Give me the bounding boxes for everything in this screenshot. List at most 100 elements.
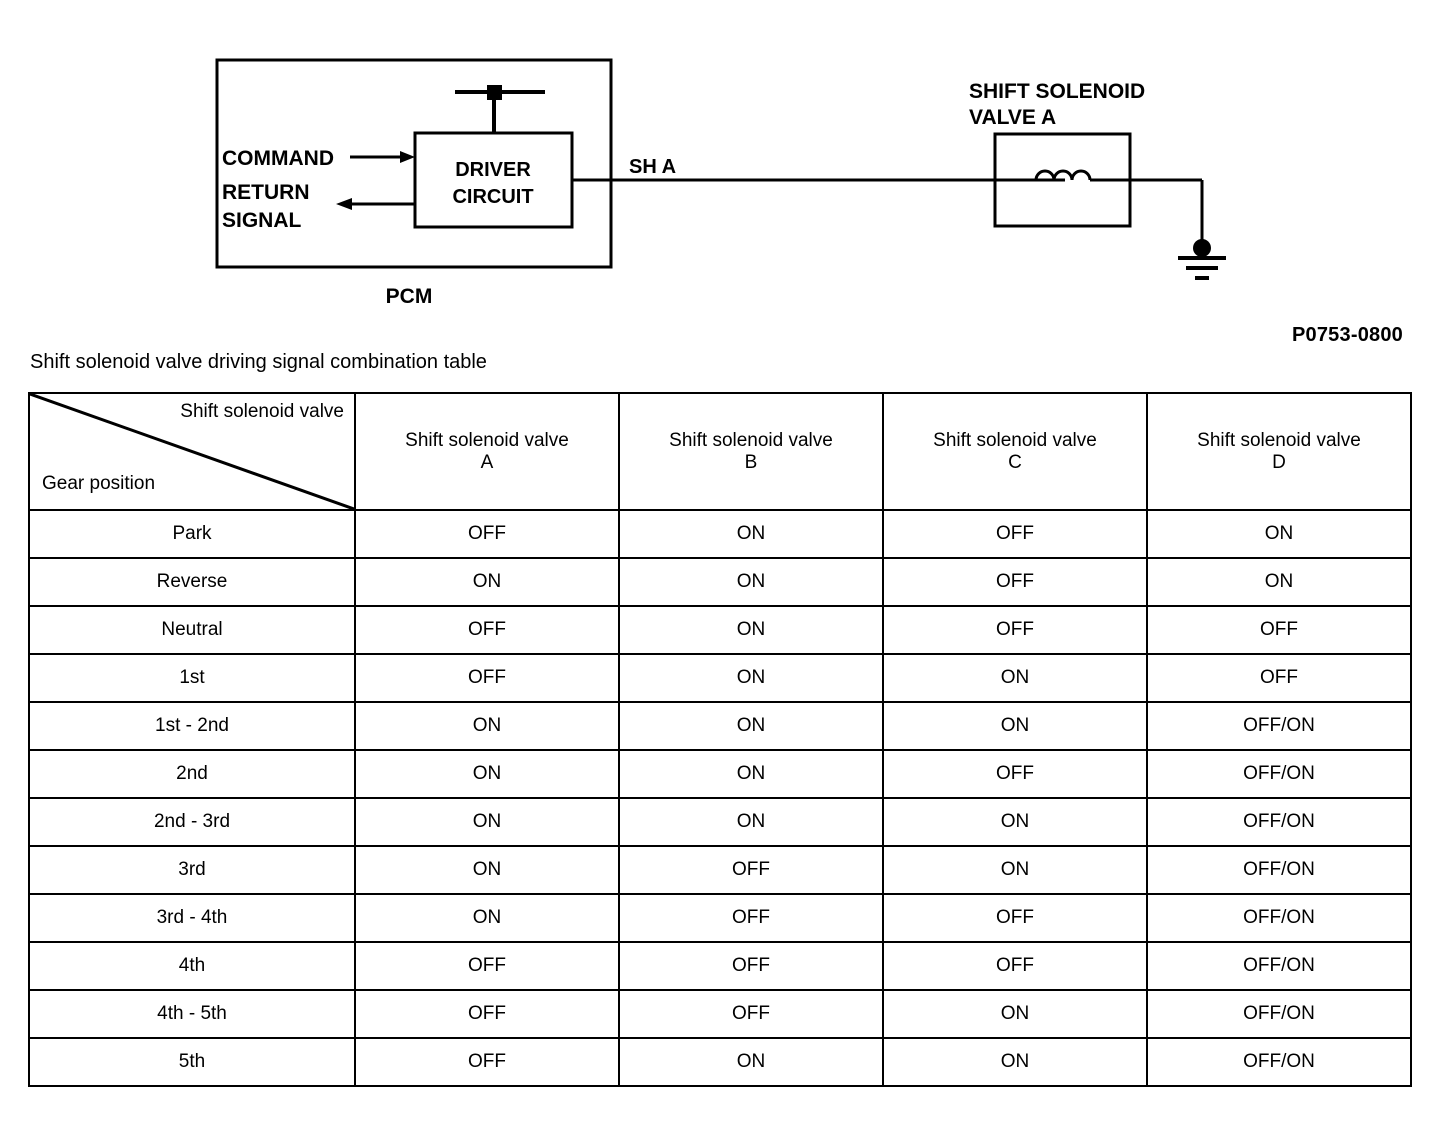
ground-node-dot [1193, 239, 1211, 257]
cell-valve-c: OFF [882, 605, 1148, 655]
column-header-valve-a-line1: Shift solenoid valve [405, 429, 569, 451]
cell-gear-position: 5th [28, 1037, 356, 1087]
column-header-valve-a-line2: A [480, 451, 494, 473]
cell-valve-d: ON [1146, 509, 1412, 559]
cell-valve-d: OFF/ON [1146, 989, 1412, 1039]
cell-valve-d: OFF/ON [1146, 1037, 1412, 1087]
table-header-row: Shift solenoid valve Gear position Shift… [28, 392, 1412, 511]
power-terminal-icon [487, 85, 502, 100]
column-header-valve-c: Shift solenoid valve C [882, 392, 1148, 511]
pcm-label: PCM [386, 285, 433, 308]
cell-valve-b: OFF [618, 893, 884, 943]
return-signal-label-line2: SIGNAL [222, 209, 302, 232]
circuit-diagram-svg: COMMAND RETURN SIGNAL DRIVER CIRCUIT PCM… [215, 58, 1226, 308]
driver-circuit-label-line2: CIRCUIT [452, 186, 533, 208]
column-header-valve-a: Shift solenoid valve A [354, 392, 620, 511]
cell-valve-b: ON [618, 509, 884, 559]
cell-valve-a: ON [354, 845, 620, 895]
cell-valve-c: ON [882, 989, 1148, 1039]
dtc-code-label: P0753-0800 [1292, 324, 1403, 346]
cell-gear-position: 4th - 5th [28, 989, 356, 1039]
column-header-valve-c-line1: Shift solenoid valve [933, 429, 1097, 451]
cell-valve-b: OFF [618, 941, 884, 991]
table-caption: Shift solenoid valve driving signal comb… [30, 351, 487, 373]
driver-circuit-label-line1: DRIVER [455, 159, 531, 181]
solenoid-title-line2: VALVE A [969, 106, 1056, 129]
cell-valve-d: OFF [1146, 605, 1412, 655]
solenoid-title-line1: SHIFT SOLENOID [969, 80, 1145, 103]
cell-valve-c: ON [882, 653, 1148, 703]
cell-valve-a: OFF [354, 509, 620, 559]
corner-bottom-label: Gear position [42, 473, 156, 494]
cell-gear-position: 2nd - 3rd [28, 797, 356, 847]
cell-valve-b: ON [618, 797, 884, 847]
cell-valve-b: OFF [618, 845, 884, 895]
cell-valve-a: OFF [354, 941, 620, 991]
cell-valve-b: OFF [618, 989, 884, 1039]
arrow-right-icon [400, 151, 415, 163]
cell-valve-d: ON [1146, 557, 1412, 607]
column-header-valve-c-line2: C [1008, 451, 1022, 473]
cell-gear-position: Park [28, 509, 356, 559]
cell-valve-c: ON [882, 1037, 1148, 1087]
cell-valve-b: ON [618, 701, 884, 751]
cell-valve-a: OFF [354, 653, 620, 703]
cell-valve-d: OFF [1146, 653, 1412, 703]
cell-valve-d: OFF/ON [1146, 701, 1412, 751]
cell-gear-position: 1st [28, 653, 356, 703]
column-header-valve-b-line2: B [744, 451, 758, 473]
cell-valve-a: OFF [354, 605, 620, 655]
return-signal-label-line1: RETURN [222, 181, 310, 204]
cell-valve-c: ON [882, 845, 1148, 895]
cell-gear-position: 3rd - 4th [28, 893, 356, 943]
shift-solenoid-combination-table: Shift solenoid valve Gear position Shift… [28, 392, 1412, 1087]
column-header-valve-d-line2: D [1272, 451, 1286, 473]
cell-valve-a: ON [354, 893, 620, 943]
cell-valve-d: OFF/ON [1146, 749, 1412, 799]
cell-gear-position: 2nd [28, 749, 356, 799]
command-label: COMMAND [222, 147, 334, 170]
cell-valve-c: OFF [882, 893, 1148, 943]
pcm-enclosure [215, 58, 613, 269]
cell-valve-b: ON [618, 605, 884, 655]
cell-valve-c: OFF [882, 557, 1148, 607]
cell-valve-a: ON [354, 797, 620, 847]
cell-valve-b: ON [618, 653, 884, 703]
column-header-valve-d: Shift solenoid valve D [1146, 392, 1412, 511]
cell-valve-a: ON [354, 749, 620, 799]
corner-top-label: Shift solenoid valve [180, 401, 344, 422]
corner-header-cell: Shift solenoid valve Gear position [28, 392, 356, 511]
inductor-coil-icon [1034, 169, 1092, 181]
circuit-diagram: COMMAND RETURN SIGNAL DRIVER CIRCUIT PCM… [0, 0, 1440, 380]
cell-gear-position: Neutral [28, 605, 356, 655]
column-header-valve-b: Shift solenoid valve B [618, 392, 884, 511]
column-header-valve-b-line1: Shift solenoid valve [669, 429, 833, 451]
cell-valve-a: ON [354, 557, 620, 607]
cell-valve-d: OFF/ON [1146, 797, 1412, 847]
cell-valve-c: OFF [882, 941, 1148, 991]
cell-valve-b: ON [618, 1037, 884, 1087]
arrow-left-icon [336, 198, 352, 210]
cell-valve-d: OFF/ON [1146, 845, 1412, 895]
cell-valve-a: ON [354, 701, 620, 751]
cell-valve-a: OFF [354, 1037, 620, 1087]
column-header-valve-d-line1: Shift solenoid valve [1197, 429, 1361, 451]
cell-valve-d: OFF/ON [1146, 941, 1412, 991]
sh-a-label: SH A [629, 156, 676, 178]
cell-valve-b: ON [618, 557, 884, 607]
table-header: Shift solenoid valve Gear position Shift… [28, 392, 1412, 511]
cell-valve-c: OFF [882, 509, 1148, 559]
cell-valve-d: OFF/ON [1146, 893, 1412, 943]
cell-gear-position: 3rd [28, 845, 356, 895]
cell-valve-c: ON [882, 701, 1148, 751]
